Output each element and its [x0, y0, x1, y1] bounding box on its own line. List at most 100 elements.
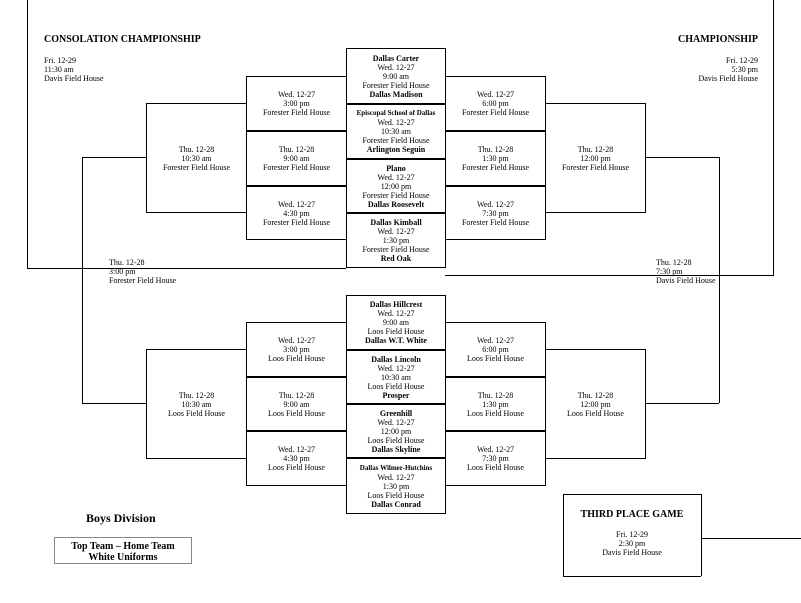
match-venue: Forester Field House [362, 245, 430, 254]
championship-venue: Davis Field House [698, 74, 758, 83]
team-name: Dallas W.T. White [365, 336, 427, 345]
game-box: Wed. 12-27 6:00 pm Loos Field House [445, 322, 546, 377]
champ-semi-time: 7:30 pm [656, 267, 683, 276]
consolation-info: Fri. 12-29 11:30 am Davis Field House [44, 56, 104, 83]
match-venue: Forester Field House [362, 136, 430, 145]
consolation-title: CONSOLATION CHAMPIONSHIP [44, 34, 201, 45]
game-box: Wed. 12-27 7:30 pm Loos Field House [445, 431, 546, 486]
game-time: 12:00 pm [580, 153, 611, 163]
home-team-legend: Top Team – Home Team White Uniforms [54, 537, 192, 564]
division-title: Boys Division [86, 511, 156, 525]
team-name: Red Oak [380, 254, 412, 263]
third-place-bottom-line [563, 576, 701, 577]
match-date: Wed. 12-27 [377, 417, 415, 427]
game-venue: Forester Field House [262, 217, 331, 227]
game-box: Wed. 12-27 3:00 pm Loos Field House [246, 322, 347, 377]
third-place-date: Fri. 12-29 [616, 530, 648, 539]
game-date: Wed. 12-27 [476, 336, 515, 345]
third-place-right-line [701, 494, 702, 576]
right-connector-bottom [645, 403, 719, 404]
team-name: Dallas Lincoln [371, 354, 421, 364]
left-connector-vertical [82, 157, 83, 403]
game-box: Wed. 12-27 4:30 pm Loos Field House [246, 431, 347, 486]
game-date: Thu. 12-28 [278, 145, 315, 154]
champ-semi-venue: Davis Field House [656, 276, 716, 285]
game-venue: Forester Field House [262, 108, 331, 117]
game-venue: Loos Field House [467, 463, 524, 472]
team-name: Dallas Madison [369, 89, 423, 99]
match-time: 12:00 pm [380, 181, 412, 191]
game-venue: Forester Field House [561, 162, 630, 172]
game-time: 4:30 pm [283, 454, 310, 463]
match-box: Plano Wed. 12-27 12:00 pm Forester Field… [346, 159, 446, 213]
right-connector-top [645, 157, 719, 158]
team-name: Dallas Carter [372, 53, 420, 63]
game-time: 6:00 pm [482, 99, 509, 108]
game-venue: Loos Field House [168, 408, 225, 418]
game-date: Thu. 12-28 [477, 390, 514, 400]
game-time: 4:30 pm [283, 208, 310, 218]
game-time: 6:00 pm [482, 345, 509, 354]
match-venue: Loos Field House [367, 435, 425, 445]
match-date: Wed. 12-27 [377, 227, 415, 236]
match-box: Dallas Lincoln Wed. 12-27 10:30 am Loos … [346, 350, 446, 404]
game-box: Thu. 12-28 1:30 pm Loos Field House [445, 377, 546, 431]
game-venue: Loos Field House [268, 463, 325, 472]
championship-date: Fri. 12-29 [726, 56, 758, 65]
game-time: 9:00 am [283, 154, 310, 163]
game-venue: Forester Field House [461, 163, 530, 172]
game-date: Thu. 12-28 [178, 390, 215, 400]
match-box: Dallas Kimball Wed. 12-27 1:30 pm Forest… [346, 213, 446, 268]
match-date: Wed. 12-27 [377, 118, 415, 127]
top-right-outer-box: Thu. 12-28 12:00 pm Forester Field House [545, 103, 646, 213]
game-box: Wed. 12-27 3:00 pm Forester Field House [246, 76, 347, 131]
game-time: 12:00 pm [580, 399, 611, 409]
championship-time: 5:30 pm [731, 65, 758, 74]
match-box: Episcopal School of Dallas Wed. 12-27 10… [346, 104, 446, 159]
game-time: 10:30 am [181, 153, 212, 163]
game-venue: Loos Field House [268, 354, 325, 363]
team-name: Dallas Wilmer-Hutchins [359, 463, 433, 472]
team-name: Episcopal School of Dallas [356, 109, 436, 117]
match-time: 10:30 am [381, 127, 411, 136]
legend-line-1: Top Team – Home Team [71, 541, 175, 552]
game-venue: Forester Field House [461, 108, 530, 117]
team-name: Greenhill [379, 408, 413, 418]
match-time: 9:00 am [383, 71, 409, 81]
match-venue: Loos Field House [367, 327, 425, 336]
game-venue: Loos Field House [467, 354, 524, 363]
cons-semi-date: Thu. 12-28 [109, 258, 145, 267]
match-box: Dallas Carter Wed. 12-27 9:00 am Foreste… [346, 48, 446, 104]
game-date: Wed. 12-27 [277, 90, 316, 99]
game-box: Thu. 12-28 9:00 am Forester Field House [246, 131, 347, 186]
team-name: Dallas Hillcrest [369, 300, 423, 309]
game-date: Wed. 12-27 [277, 336, 316, 345]
outer-right-line [773, 0, 774, 275]
match-date: Wed. 12-27 [377, 472, 415, 482]
game-time: 1:30 pm [482, 399, 509, 409]
game-time: 7:30 pm [482, 454, 509, 463]
match-venue: Forester Field House [362, 190, 430, 200]
game-box: Wed. 12-27 4:30 pm Forester Field House [246, 186, 347, 240]
game-time: 3:00 pm [283, 345, 310, 354]
match-time: 12:00 pm [380, 426, 412, 436]
consolation-time: 11:30 am [44, 65, 74, 74]
game-date: Wed. 12-27 [476, 445, 515, 454]
game-date: Thu. 12-28 [577, 390, 614, 400]
team-name: Arlington Seguin [366, 145, 426, 154]
cons-semi-venue: Forester Field House [109, 276, 177, 285]
match-date: Wed. 12-27 [377, 62, 415, 72]
game-date: Thu. 12-28 [178, 144, 215, 154]
third-place-extension-line [701, 538, 801, 539]
match-box: Greenhill Wed. 12-27 12:00 pm Loos Field… [346, 404, 446, 458]
team-name: Dallas Conrad [371, 499, 421, 509]
team-name: Dallas Skyline [371, 444, 421, 454]
third-place-time: 2:30 pm [618, 539, 646, 548]
game-venue: Forester Field House [162, 162, 231, 172]
match-date: Wed. 12-27 [377, 172, 415, 182]
game-date: Wed. 12-27 [476, 90, 515, 99]
game-venue: Forester Field House [262, 163, 331, 172]
left-connector-bottom [82, 403, 146, 404]
consolation-venue: Davis Field House [44, 74, 104, 83]
consolation-date: Fri. 12-29 [44, 56, 76, 65]
